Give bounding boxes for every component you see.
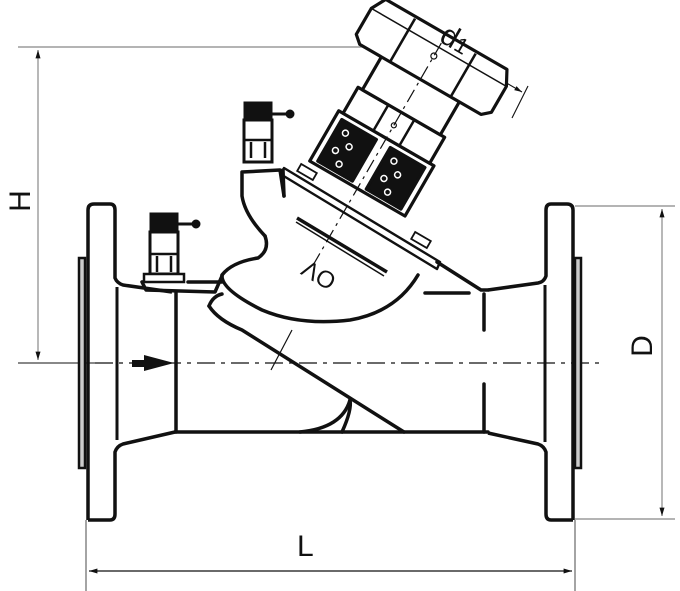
dimension-label-L: L (297, 530, 314, 563)
bonnet-flange (280, 166, 442, 277)
outlet-flange-gasket (573, 256, 583, 470)
flow-direction-arrow (132, 355, 174, 371)
dimension-H (18, 46, 365, 364)
bonnet-bolts (295, 162, 433, 250)
outlet-flange (487, 202, 575, 522)
valve-body (140, 168, 490, 434)
measuring-nipple-inlet (142, 212, 201, 284)
measuring-nipple-outlet (242, 101, 295, 164)
inlet-flange-gasket (77, 256, 87, 470)
dimension-L (85, 520, 576, 591)
inlet-flange (86, 202, 176, 522)
seat-axis (270, 329, 293, 371)
handwheel-assembly (308, 0, 509, 269)
dimension-label-D: D (626, 335, 659, 357)
dimension-label-H: H (4, 190, 37, 212)
dimension-D (575, 205, 675, 520)
